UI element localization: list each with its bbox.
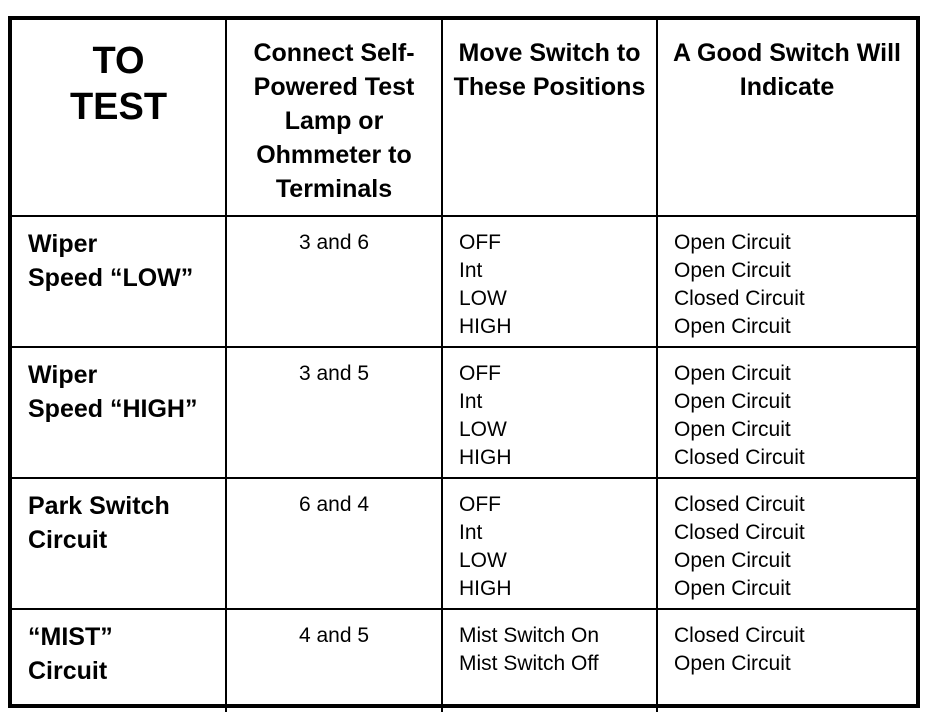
table-row: Park Switch Circuit 6 and 4 OFF Int LOW … (12, 477, 916, 610)
result-item: Open Circuit (674, 577, 791, 600)
switch-test-table-frame: TO TEST Connect Self-Powered Test Lamp o… (8, 16, 920, 712)
header-row: TO TEST Connect Self-Powered Test Lamp o… (12, 20, 916, 217)
results-cell: Closed Circuit Closed Circuit Open Circu… (656, 477, 916, 610)
result-item: Closed Circuit (674, 287, 805, 310)
positions-cell: Mist Switch On Mist Switch Off (441, 608, 658, 712)
results-cell: Closed Circuit Open Circuit (656, 608, 916, 712)
result-item: Open Circuit (674, 362, 791, 385)
position-item: HIGH (459, 577, 512, 600)
result-item: Closed Circuit (674, 624, 805, 647)
result-item: Open Circuit (674, 652, 791, 675)
position-item: Int (459, 521, 483, 544)
table-row: “MIST” Circuit 4 and 5 Mist Switch On Mi… (12, 608, 916, 712)
test-name-line2: Speed “LOW” (28, 264, 194, 292)
position-item: Mist Switch On (459, 624, 600, 647)
test-name-cell: Wiper Speed “HIGH” (12, 346, 227, 479)
test-name-line1: Park Switch (28, 492, 170, 520)
header-good-text: A Good Switch Will Indicate (672, 39, 901, 101)
result-item: Open Circuit (674, 231, 791, 254)
table-row: Wiper Speed “LOW” 3 and 6 OFF Int LOW HI… (12, 215, 916, 348)
terminals-cell: 6 and 4 (225, 477, 443, 610)
test-name-line2: Circuit (28, 657, 108, 685)
header-good: A Good Switch Will Indicate (656, 20, 916, 217)
test-name-line1: Wiper (28, 361, 98, 389)
result-item: Closed Circuit (674, 446, 805, 469)
position-item: Int (459, 390, 483, 413)
result-item: Open Circuit (674, 390, 791, 413)
header-to-test-line1: TO (92, 40, 145, 82)
result-item: Open Circuit (674, 259, 791, 282)
test-name-line2: Circuit (28, 526, 108, 554)
header-to-test-line2: TEST (69, 86, 168, 128)
switch-test-table: TO TEST Connect Self-Powered Test Lamp o… (12, 20, 916, 712)
results-cell: Open Circuit Open Circuit Open Circuit C… (656, 346, 916, 479)
results-cell: Open Circuit Open Circuit Closed Circuit… (656, 215, 916, 348)
header-connect-text: Connect Self-Powered Test Lamp or Ohmmet… (253, 39, 415, 203)
position-item: LOW (459, 287, 507, 310)
position-item: Mist Switch Off (459, 652, 599, 675)
position-item: OFF (459, 362, 501, 385)
header-to-test: TO TEST (12, 20, 227, 217)
test-name-line1: Wiper (28, 230, 98, 258)
test-name-cell: Wiper Speed “LOW” (12, 215, 227, 348)
test-name-line1: “MIST” (28, 623, 113, 651)
result-item: Closed Circuit (674, 521, 805, 544)
position-item: HIGH (459, 446, 512, 469)
position-item: OFF (459, 493, 501, 516)
position-item: LOW (459, 418, 507, 441)
result-item: Closed Circuit (674, 493, 805, 516)
positions-cell: OFF Int LOW HIGH (441, 346, 658, 479)
header-move-text: Move Switch to These Positions (453, 39, 646, 101)
terminals-cell: 3 and 5 (225, 346, 443, 479)
table-row: Wiper Speed “HIGH” 3 and 5 OFF Int LOW H… (12, 346, 916, 479)
position-item: HIGH (459, 315, 512, 338)
positions-cell: OFF Int LOW HIGH (441, 215, 658, 348)
result-item: Open Circuit (674, 418, 791, 441)
terminals-cell: 3 and 6 (225, 215, 443, 348)
test-name-cell: “MIST” Circuit (12, 608, 227, 712)
positions-cell: OFF Int LOW HIGH (441, 477, 658, 610)
test-name-line2: Speed “HIGH” (28, 395, 198, 423)
result-item: Open Circuit (674, 315, 791, 338)
header-connect: Connect Self-Powered Test Lamp or Ohmmet… (225, 20, 443, 217)
result-item: Open Circuit (674, 549, 791, 572)
terminals-cell: 4 and 5 (225, 608, 443, 712)
header-move: Move Switch to These Positions (441, 20, 658, 217)
position-item: Int (459, 259, 483, 282)
test-name-cell: Park Switch Circuit (12, 477, 227, 610)
position-item: OFF (459, 231, 501, 254)
position-item: LOW (459, 549, 507, 572)
